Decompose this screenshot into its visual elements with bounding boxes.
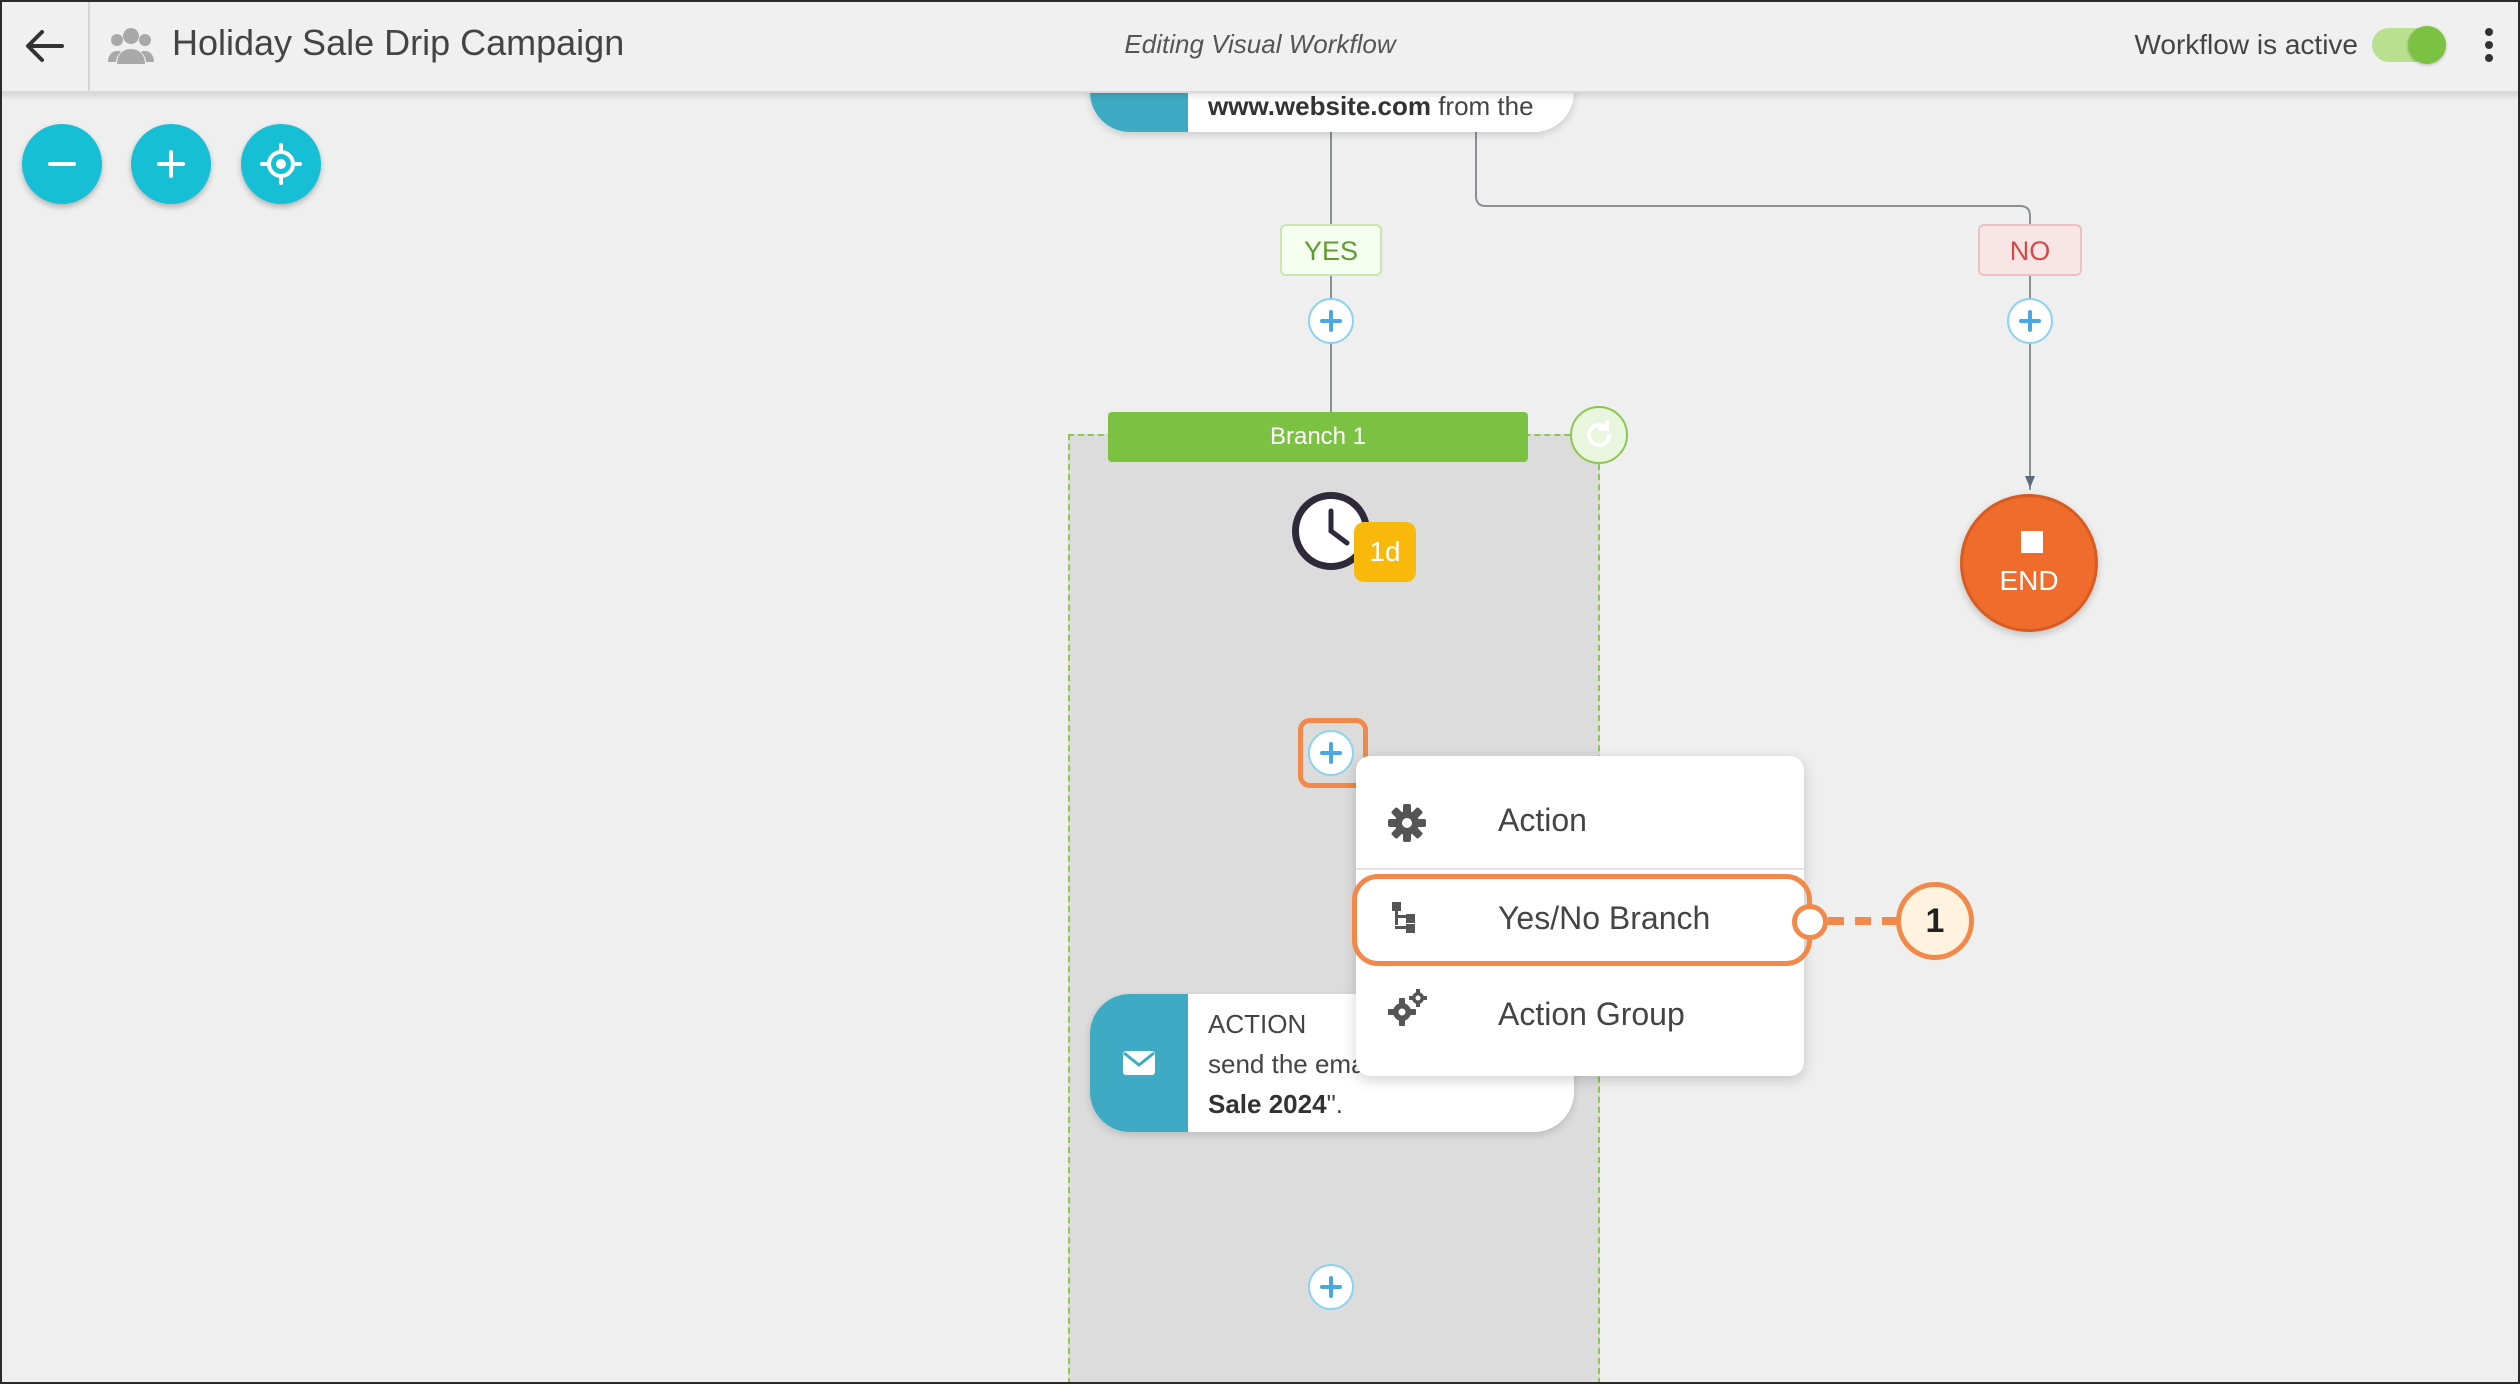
- zoom-in-button[interactable]: [131, 124, 211, 204]
- kebab-dot: [2485, 41, 2493, 49]
- branch-label[interactable]: Branch 1: [1108, 412, 1528, 462]
- envelope-icon: [1123, 1051, 1155, 1075]
- add-step-yes-button[interactable]: [1308, 298, 1354, 344]
- users-group-icon: [108, 28, 154, 64]
- menu-divider: [1356, 868, 1804, 870]
- action-node-text: ACTION send the emay Sale 2024".: [1208, 1004, 1574, 1124]
- action-description-line: send the emay: [1208, 1049, 1366, 1079]
- workflow-active-label: Workflow is active: [2134, 29, 2358, 60]
- delay-badge: 1d: [1354, 522, 1416, 582]
- end-node[interactable]: END: [1960, 494, 2098, 632]
- callout-anchor-dot: [1792, 904, 1828, 940]
- action-type-label: ACTION: [1208, 1009, 1307, 1039]
- clock-icon: [1328, 508, 1350, 546]
- app-header: Holiday Sale Drip Campaign Editing Visua…: [0, 0, 2520, 93]
- recenter-button[interactable]: [241, 124, 321, 204]
- menu-item-action-group[interactable]: Action Group: [1356, 966, 1804, 1062]
- page-title: Holiday Sale Drip Campaign: [172, 22, 625, 63]
- gear-icon: [1388, 804, 1426, 842]
- yes-branch-tag: YES: [1280, 224, 1382, 276]
- zoom-out-button[interactable]: [22, 124, 102, 204]
- trigger-node-bold-text: www.website.com: [1208, 91, 1431, 121]
- trigger-node-rest-text: from the: [1430, 91, 1534, 121]
- workflow-active-toggle[interactable]: [2372, 26, 2446, 64]
- trigger-node-text: www.website.com from the: [1208, 86, 1534, 126]
- end-node-label: END: [1999, 565, 2059, 596]
- toggle-knob: [2408, 26, 2446, 64]
- kebab-dot: [2485, 54, 2493, 62]
- refresh-icon: [1587, 420, 1612, 448]
- minus-icon: [48, 162, 76, 166]
- menu-item-action-group-label: Action Group: [1498, 995, 1685, 1032]
- plus-icon: [157, 150, 185, 178]
- no-branch-tag: NO: [1978, 224, 2082, 276]
- more-options-button[interactable]: [2474, 22, 2504, 68]
- callout-number-badge: 1: [1896, 882, 1974, 960]
- menu-item-action-label: Action: [1498, 801, 1587, 838]
- add-step-bottom-button[interactable]: [1308, 1264, 1354, 1310]
- arrow-left-icon: [26, 29, 64, 62]
- branch-refresh-button[interactable]: [1570, 406, 1628, 464]
- add-step-menu: Action Yes/No Branch: [1356, 756, 1804, 1076]
- plus-icon: [1320, 310, 1342, 332]
- target-icon: [260, 143, 302, 185]
- back-button[interactable]: [0, 0, 90, 91]
- action-description-line: Sale 2024".: [1208, 1089, 1344, 1119]
- gears-icon: [1388, 989, 1427, 1026]
- plus-icon: [2019, 310, 2041, 332]
- callout-connector-line: [1828, 917, 1898, 925]
- kebab-dot: [2485, 28, 2493, 36]
- menu-item-action[interactable]: Action: [1356, 772, 1804, 868]
- action-node-icon-side: [1090, 994, 1188, 1132]
- add-step-no-button[interactable]: [2007, 298, 2053, 344]
- menu-item-yes-no-branch-label: Yes/No Branch: [1498, 899, 1711, 936]
- menu-item-yes-no-branch[interactable]: Yes/No Branch: [1356, 870, 1804, 966]
- branch-icon: [1392, 902, 1415, 933]
- plus-icon: [1320, 1276, 1342, 1298]
- stop-icon: [2021, 531, 2043, 553]
- add-step-branch-button[interactable]: [1308, 730, 1354, 776]
- plus-icon: [1320, 742, 1342, 764]
